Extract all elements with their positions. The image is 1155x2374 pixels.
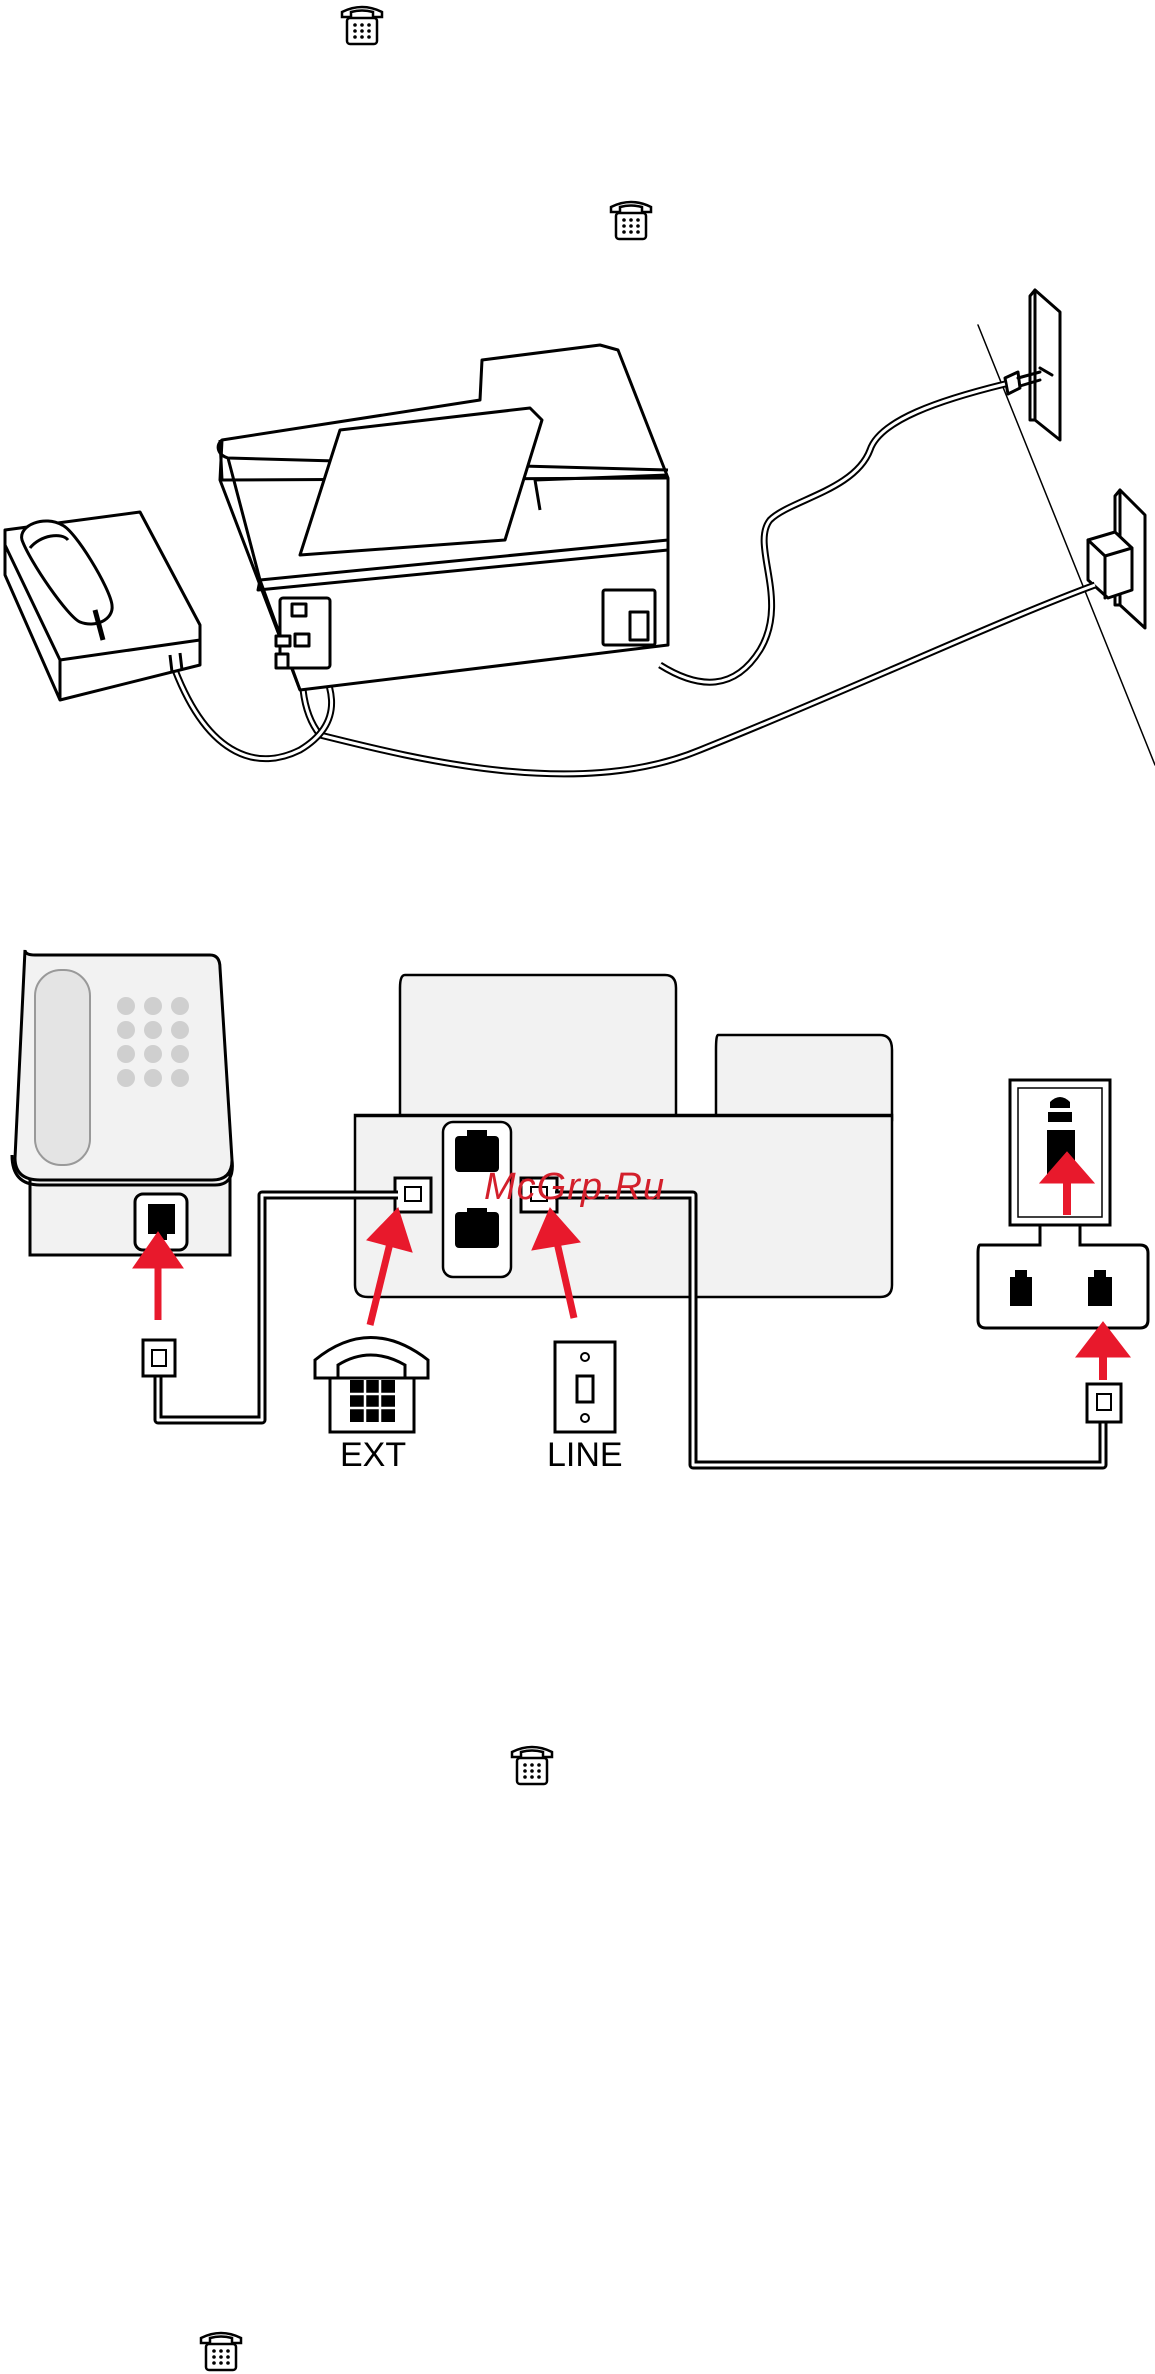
- telephone-set: [12, 950, 232, 1255]
- line-label: LINE: [547, 1436, 623, 1475]
- ext-phone-icon: [315, 1338, 428, 1433]
- telephone-icon: [197, 2326, 245, 2374]
- telephone-icon: [338, 0, 386, 48]
- watermark: McGrp.Ru: [484, 1166, 665, 1209]
- fax-printer: [355, 975, 892, 1297]
- ext-label: EXT: [340, 1436, 406, 1475]
- line-wall-jack-icon: [555, 1342, 615, 1432]
- telephone-icon: [607, 195, 655, 243]
- printer-phone-wall-illustration: [0, 280, 1155, 800]
- fax-connection-diagram: [0, 940, 1155, 1500]
- telephone-icon: [508, 1740, 556, 1788]
